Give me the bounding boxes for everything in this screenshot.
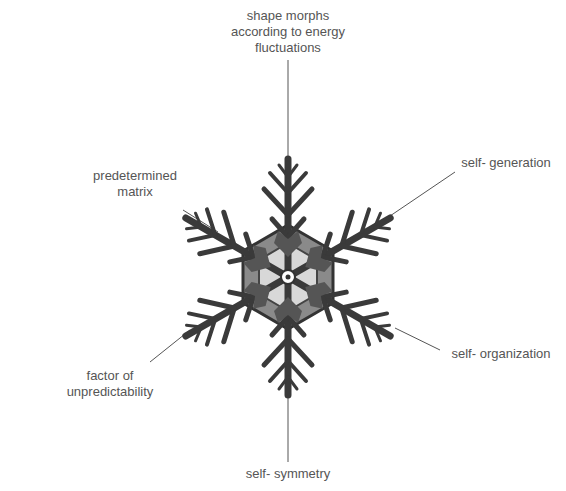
annotation-label: self- symmetry	[218, 466, 358, 482]
annotation-label: self- generation	[454, 155, 558, 171]
annotation-label: shape morphs according to energy fluctua…	[221, 8, 356, 56]
snowflake	[174, 159, 402, 395]
leader-lines	[150, 60, 455, 462]
annotation-label: self- organization	[442, 346, 560, 362]
annotation-label: factor of unpredictability	[51, 368, 169, 400]
annotation-label: predetermined matrix	[85, 168, 185, 200]
